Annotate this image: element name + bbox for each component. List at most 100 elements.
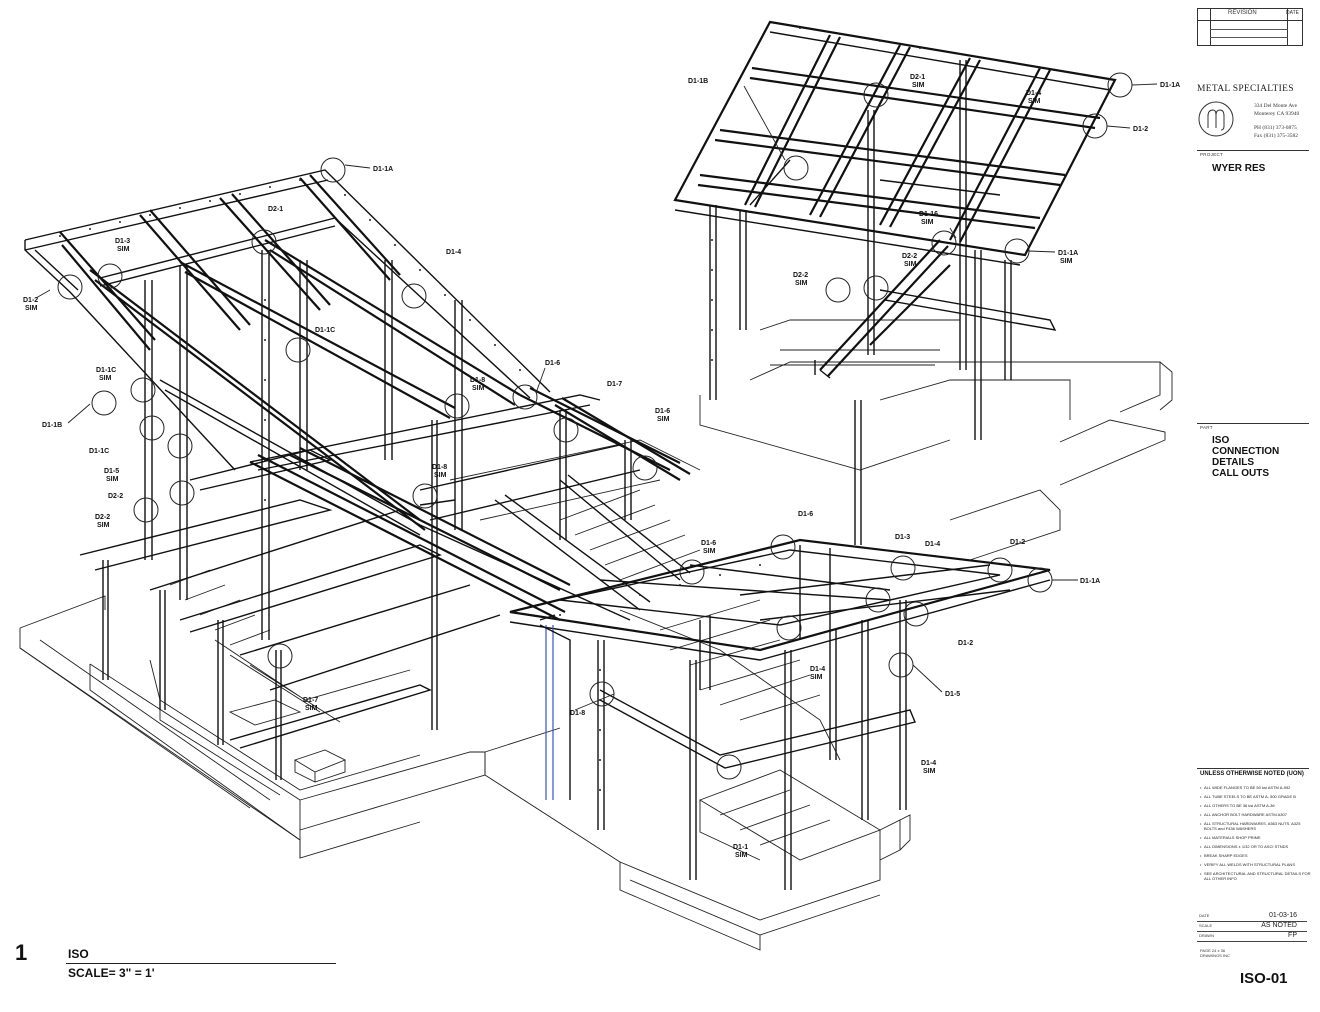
callout-labels: D1-1A D2-1 D1-3 SIM D1-4 D1-2 SIM D1-1C … [23, 74, 1180, 859]
callout-label: D1-3 [115, 238, 130, 245]
callout-label: D1-5 [945, 691, 960, 698]
callout-label: D2-2 [793, 272, 808, 279]
date-value: 01-03-16 [1268, 912, 1297, 919]
callout-label: D2-1 [910, 74, 925, 81]
note-item: BREAK SHARP EDGES [1200, 853, 1312, 858]
general-notes-list: ALL WIDE FLANGES TO BE 50 ksi ASTM A-992… [1200, 785, 1312, 885]
callout-label: D1-1C [315, 327, 335, 334]
left-roof-frame [24, 169, 631, 780]
callout-label: D1-7 [303, 697, 318, 704]
callout-label: D1-1C [96, 367, 116, 374]
revision-row-line [1210, 29, 1288, 30]
note-item: ALL OTHERS TO BE 36 ksi ASTM A-36 [1200, 803, 1312, 808]
callout-label: SIM [25, 305, 38, 312]
callout-label: D1-2 [958, 640, 973, 647]
callout-label: D1-4 [921, 760, 936, 767]
part-label: PART [1200, 425, 1213, 430]
phone-number: PH (831) 373-0875 [1254, 125, 1297, 131]
scale-value: AS NOTED [1261, 922, 1297, 929]
project-name: WYER RES [1212, 163, 1266, 174]
revision-header-row: REVISION DATE [1198, 9, 1302, 21]
address-line-1: 334 Del Monte Ave [1254, 103, 1298, 109]
callout-label: SIM [1060, 258, 1073, 265]
callout-label: D1-2 [23, 297, 38, 304]
callout-label: D1-16 [919, 211, 938, 218]
upper-right-roof-frame [673, 20, 1117, 440]
callout-label: D1-1A [1160, 82, 1180, 89]
callout-label: SIM [810, 674, 823, 681]
divider [1197, 150, 1309, 151]
callout-label: SIM [106, 476, 119, 483]
callout-label: SIM [117, 246, 130, 253]
callout-circles [57, 72, 1133, 780]
page-size-line: DRAWINGS INC [1200, 953, 1230, 958]
callout-label: D1-2 [1133, 126, 1148, 133]
callout-label: D1-1A [373, 166, 393, 173]
note-item: ALL TUBE STEELS TO BE ASTM A- 500 GRADE … [1200, 794, 1312, 799]
leader-lines [35, 83, 1158, 711]
fax-number: Fax (831) 375-3582 [1254, 133, 1298, 139]
revision-date-header: DATE [1286, 10, 1299, 16]
callout-label: D1-1 [733, 844, 748, 851]
central-stringers [249, 387, 862, 621]
callout-label: D2-2 [95, 514, 110, 521]
callout-label: SIM [904, 261, 917, 268]
note-item: ALL ANCHOR BOLT HARDWARE ASTM A307 [1200, 812, 1312, 817]
view-scale: SCALE= 3" = 1' [68, 966, 155, 980]
view-number: 1 [15, 940, 28, 965]
callout-label: SIM [434, 472, 447, 479]
part-line: CALL OUTS [1212, 468, 1270, 479]
revision-divider [1210, 9, 1211, 45]
callout-label: D1-1A [1058, 250, 1078, 257]
drawn-row: DRAWN FP [1197, 932, 1307, 942]
callout-label: D1-4 [810, 666, 825, 673]
callout-label: D1-8 [470, 377, 485, 384]
bolt-pattern [59, 27, 1081, 791]
scale-row: SCALE AS NOTED [1197, 922, 1307, 932]
revision-header: REVISION [1228, 10, 1257, 16]
callout-label: D1-6 [701, 540, 716, 547]
caption-underline [66, 963, 336, 964]
callout-label: D1-3 [895, 534, 910, 541]
drawn-label: DRAWN [1199, 933, 1214, 938]
callout-label: D1-4 [1026, 90, 1041, 97]
callout-label: D1-1B [688, 78, 708, 85]
callout-label: SIM [305, 705, 318, 712]
callout-label: D1-2 [1010, 539, 1025, 546]
isometric-steel-frame-drawing: D1-1A D2-1 D1-3 SIM D1-4 D1-2 SIM D1-1C … [19, 20, 1180, 951]
page-size-line: PAGE 24 x 36 [1200, 948, 1226, 953]
note-item: SEE ARCHITECTURAL AND STRUCTURAL DETAILS… [1200, 871, 1312, 881]
callout-label: SIM [795, 280, 808, 287]
callout-label: D1-8 [570, 710, 585, 717]
part-line: ISO [1212, 435, 1230, 446]
note-item: ALL MATERIALS SHOP PRIME [1200, 835, 1312, 840]
drawn-value: FP [1288, 932, 1297, 939]
callout-label: D2-2 [108, 493, 123, 500]
address-line-2: Monterey CA 93940 [1254, 111, 1300, 117]
note-item: VERIFY ALL WELDS WITH STRUCTURAL PLANS [1200, 862, 1312, 867]
date-label: DATE [1199, 913, 1210, 918]
callout-label: D1-1A [1080, 578, 1100, 585]
company-logo-icon [1198, 101, 1234, 137]
callout-label: SIM [912, 82, 925, 89]
right-landing-frame [509, 538, 1051, 890]
scale-label: SCALE [1199, 923, 1213, 928]
sheet-number: ISO-01 [1240, 970, 1288, 987]
revision-row-line [1210, 37, 1288, 38]
date-row: DATE 01-03-16 [1197, 912, 1307, 922]
divider [1197, 423, 1309, 424]
general-notes-title: UNLESS OTHERWISE NOTED (UON) [1200, 771, 1304, 777]
callout-label: D1-1C [89, 448, 109, 455]
note-item: ALL STRUCTURAL HARDWARES, A563 NUTS, A32… [1200, 821, 1312, 831]
callout-label: SIM [472, 385, 485, 392]
callout-label: D2-1 [268, 206, 283, 213]
callout-label: D1-7 [607, 381, 622, 388]
part-description: ISO CONNECTION DETAILS CALL OUTS [1212, 435, 1279, 479]
page-size-info: PAGE 24 x 36 DRAWINGS INC [1200, 948, 1230, 958]
part-line: CONNECTION [1212, 446, 1280, 457]
note-item: ALL DIMENSIONS ± 1/32 OR TO ASCI STNDS [1200, 844, 1312, 849]
callout-label: SIM [99, 375, 112, 382]
callout-label: D1-6 [545, 360, 560, 367]
callout-label: SIM [97, 522, 110, 529]
callout-label: D1-1B [42, 422, 62, 429]
